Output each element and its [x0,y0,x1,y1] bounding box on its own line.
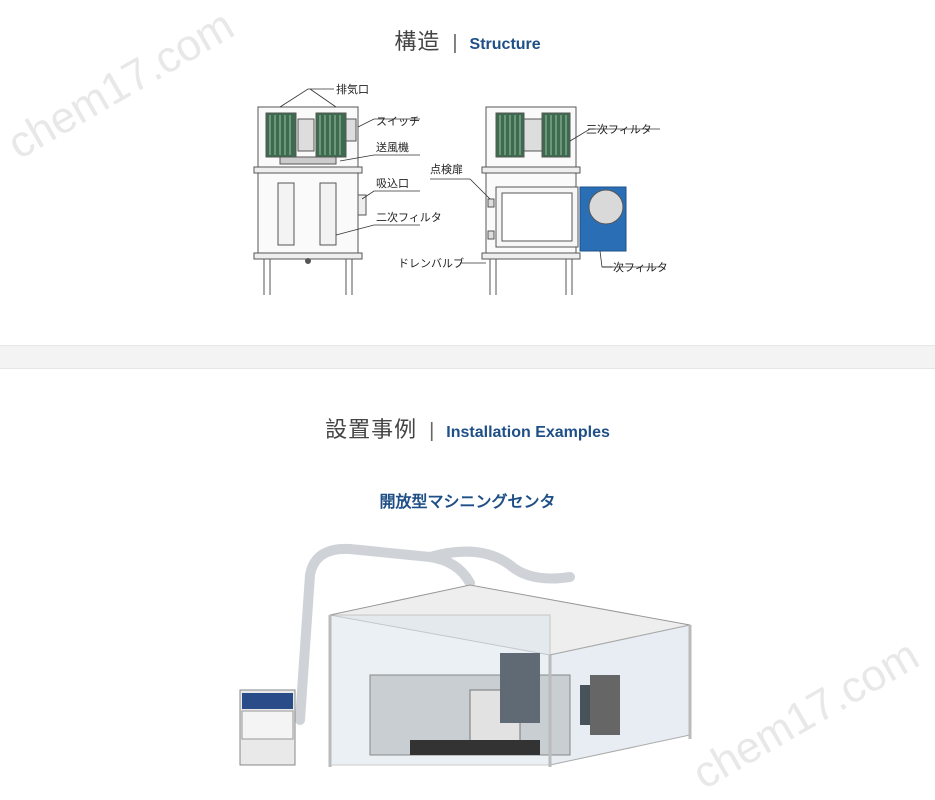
label-inspection-door: 点検扉 [430,162,463,176]
section-divider [0,345,935,369]
label-tertiary-filter: 三次フィルタ [586,122,652,136]
structure-title-en: Structure [469,36,541,53]
left-drum-ridges [269,115,341,155]
label-blower: 送風機 [376,140,409,154]
label-intake: 吸込口 [376,177,409,190]
structure-title-jp: 構造 [394,30,441,55]
label-secondary-filter: 二次フィルタ [376,210,442,224]
heading-separator: | [429,420,435,442]
installation-title-jp: 設置事例 [325,418,418,443]
label-drain-valve: ドレンバルブ [398,256,464,270]
left-unit [253,106,367,295]
installation-subtitle: 開放型マシニングセンタ [379,492,556,511]
heading-separator: | [452,32,458,54]
label-exhaust: 排気口 [336,82,369,96]
label-switch: スイッチ [376,115,420,128]
installation-heading: 設置事例 | Installation Examples [0,412,935,444]
label-primary-filter: 一次フィルタ [602,260,668,274]
structure-diagram: 排気口 スイッチ 送風機 吸込口 二次フィルタ 三次フィルタ 点検扉 ドレンバル… [253,82,668,295]
right-unit [481,106,581,295]
installation-illustration [239,543,692,767]
structure-heading: 構造 | Structure [0,24,935,56]
watermark: chem17.com [684,630,928,799]
installation-title-en: Installation Examples [446,424,610,441]
